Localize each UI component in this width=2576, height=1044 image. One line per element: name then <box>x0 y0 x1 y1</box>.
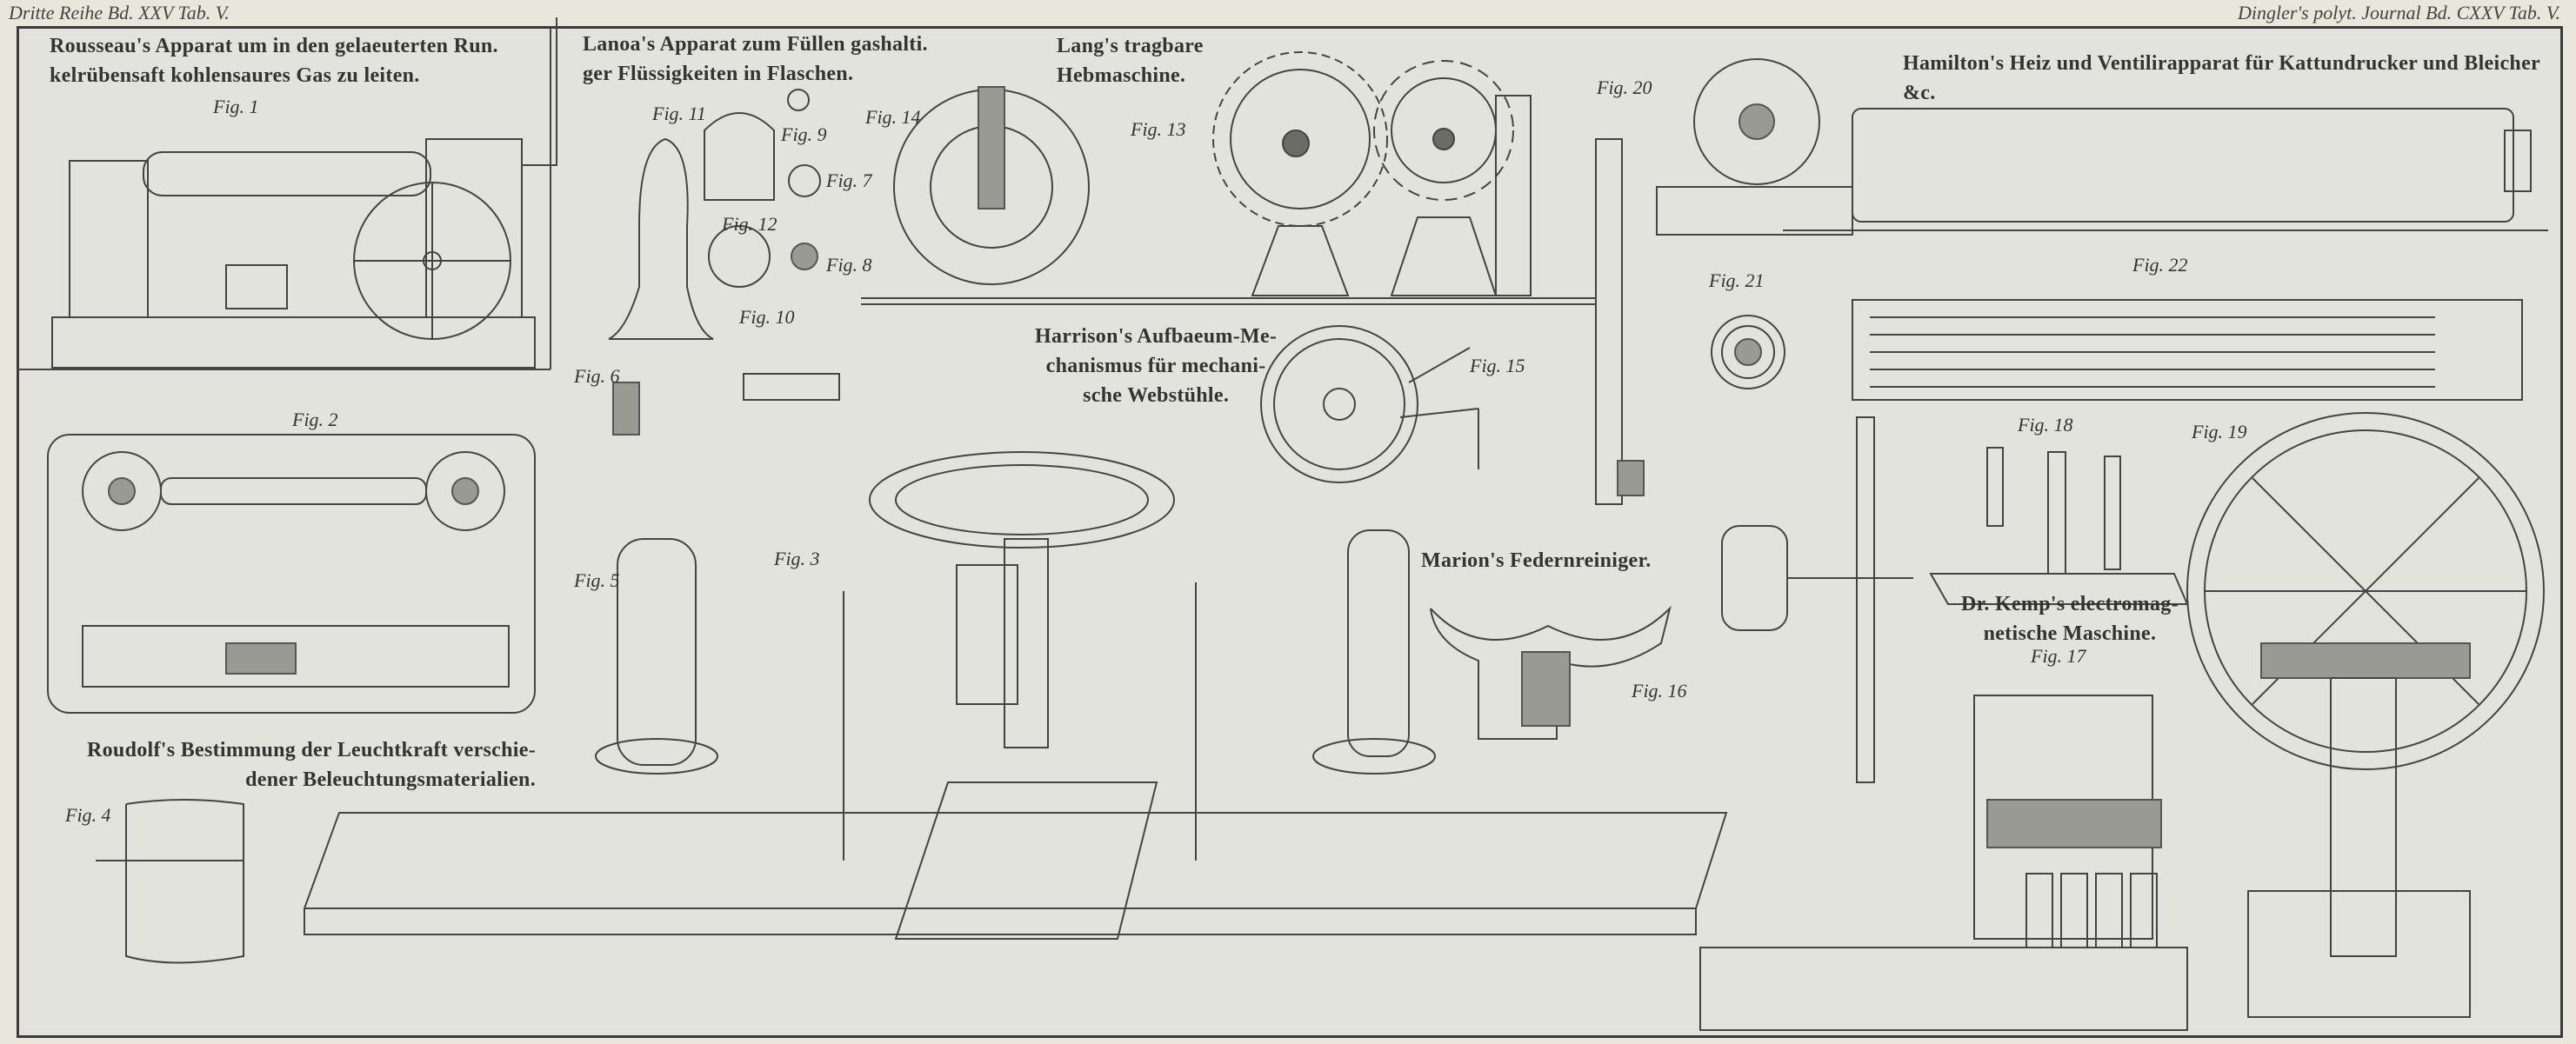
lanoa-drawings <box>608 89 840 436</box>
title-line: Lang's tragbare <box>1057 35 1204 57</box>
fig-label-20: Fig. 20 <box>1597 76 1652 98</box>
fig-label-15: Fig. 15 <box>1470 355 1525 376</box>
title-line: kelrübensaft kohlensaures Gas zu leiten. <box>50 64 420 87</box>
title-kemp: Dr. Kemp's electromag- netische Maschine… <box>1961 589 2179 648</box>
fig-label-9: Fig. 9 <box>781 123 827 145</box>
fig-label-18: Fig. 18 <box>2018 414 2073 436</box>
fig-label-13: Fig. 13 <box>1131 118 1186 140</box>
fig3-drawing <box>303 451 1728 940</box>
fig-label-12: Fig. 12 <box>722 213 777 235</box>
title-marion: Marion's Federnreiniger. <box>1421 546 1652 575</box>
fig-label-10: Fig. 10 <box>739 306 795 328</box>
plate-header-left: Dritte Reihe Bd. XXV Tab. V. <box>9 2 230 23</box>
fig-label-19: Fig. 19 <box>2192 421 2247 442</box>
title-line: ger Flüssigkeiten in Flaschen. <box>583 63 854 85</box>
fig18-drawing <box>1929 447 2189 605</box>
fig-label-6: Fig. 6 <box>574 365 620 387</box>
title-line: sche Webstühle. <box>1083 384 1230 407</box>
fig-label-2: Fig. 2 <box>292 409 338 430</box>
fig-label-4: Fig. 4 <box>65 804 111 826</box>
title-line: Roudolf's Bestimmung der Leuchtkraft ver… <box>87 739 536 761</box>
title-harrison: Harrison's Aufbaeum-Me- chanismus für me… <box>1035 322 1277 410</box>
fig-label-17: Fig. 17 <box>2031 645 2086 667</box>
title-line: Harrison's Aufbaeum-Me- <box>1035 325 1278 348</box>
fig-label-7: Fig. 7 <box>826 170 872 191</box>
fig21-drawing <box>1711 315 1785 389</box>
title-roudolf: Roudolf's Bestimmung der Leuchtkraft ver… <box>87 735 536 795</box>
title-lanoa: Lanoa's Apparat zum Füllen gashalti. ger… <box>583 30 928 89</box>
title-rousseau: Rousseau's Apparat um in den gelaeuterte… <box>50 31 498 90</box>
fig4-drawing <box>96 799 244 964</box>
fig-label-5: Fig. 5 <box>574 569 620 591</box>
fig-label-11: Fig. 11 <box>652 103 706 124</box>
fig-label-14: Fig. 14 <box>865 106 921 128</box>
fig16-drawing <box>1430 605 1672 740</box>
plate-header-right: Dingler's polyt. Journal Bd. CXXV Tab. V… <box>2238 2 2560 23</box>
fig17-drawing <box>1699 416 2188 1031</box>
fig22-drawing <box>1852 299 2523 401</box>
fig1-drawing <box>51 17 557 369</box>
title-line: Lanoa's Apparat zum Füllen gashalti. <box>583 33 928 56</box>
title-line: Rousseau's Apparat um in den gelaeuterte… <box>50 35 498 57</box>
engraving-plate <box>17 26 2563 1038</box>
fig14-drawing <box>861 86 1596 305</box>
title-line: netische Maschine. <box>1983 622 2157 645</box>
fig19-drawing <box>2186 412 2545 1018</box>
title-lang: Lang's tragbare Hebmaschine. <box>1057 31 1204 90</box>
fig2-drawing <box>47 434 536 714</box>
title-line: chanismus für mechani- <box>1045 355 1266 377</box>
fig-label-22: Fig. 22 <box>2132 254 2188 276</box>
title-line: Hamilton's Heiz und Ventilirapparat für … <box>1903 52 2540 104</box>
title-line: Marion's Federnreiniger. <box>1421 549 1652 572</box>
title-line: Dr. Kemp's electromag- <box>1961 593 2179 615</box>
fig-label-8: Fig. 8 <box>826 254 872 276</box>
title-line: Hebmaschine. <box>1057 64 1186 87</box>
title-hamilton: Hamilton's Heiz und Ventilirapparat für … <box>1903 49 2576 108</box>
fig-label-1: Fig. 1 <box>213 96 259 117</box>
fig-label-21: Fig. 21 <box>1709 269 1765 291</box>
fig20-drawing <box>1656 58 2548 236</box>
fig-label-3: Fig. 3 <box>774 548 820 569</box>
fig13-drawing <box>1212 51 1645 505</box>
fig15-drawing <box>1260 325 1479 483</box>
fig-label-16: Fig. 16 <box>1632 680 1687 702</box>
title-line: dener Beleuchtungsmaterialien. <box>245 768 536 791</box>
